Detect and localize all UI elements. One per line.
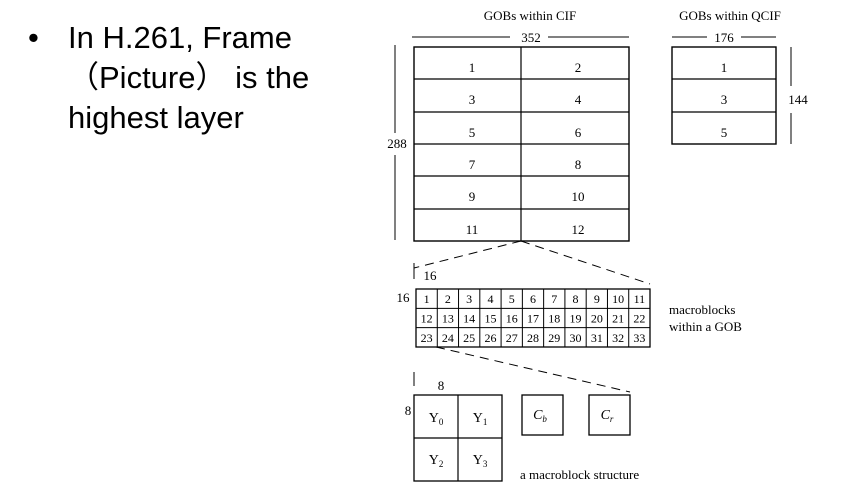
macroblock-number: 29 bbox=[548, 331, 560, 345]
gob-grid-frame bbox=[415, 288, 651, 348]
cif-height-label: 288 bbox=[387, 136, 407, 151]
bullet-line-3: highest layer bbox=[68, 100, 244, 135]
macroblock-number: 22 bbox=[633, 312, 645, 326]
qcif-width-label: 176 bbox=[714, 30, 734, 45]
bullet-point: • In H.261, Frame （Picture） is the highe… bbox=[28, 18, 358, 138]
macroblock-number: 27 bbox=[506, 331, 518, 345]
zoom-connector-mb bbox=[435, 346, 631, 393]
luma-block-y1: Y1 bbox=[473, 411, 488, 427]
qcif-gob-label: 1 bbox=[721, 60, 728, 75]
qcif-height-label: 144 bbox=[788, 92, 808, 107]
cif-section: GOBs within CIF 352 288 1 2 3 4 5 6 7 8 … bbox=[387, 8, 630, 242]
cif-gob-label: 3 bbox=[469, 92, 476, 107]
zoom-connector-left bbox=[413, 240, 522, 269]
macroblock-number: 18 bbox=[548, 312, 560, 326]
cif-gob-label: 2 bbox=[575, 60, 582, 75]
macroblock-number: 11 bbox=[634, 292, 646, 306]
macroblock-number: 7 bbox=[551, 292, 557, 306]
bullet-marker: • bbox=[28, 20, 39, 55]
macroblock-number: 16 bbox=[506, 312, 518, 326]
macroblock-number: 1 bbox=[424, 292, 430, 306]
qcif-gob-label: 3 bbox=[721, 92, 728, 107]
cif-gob-label: 11 bbox=[466, 222, 479, 237]
macroblock-number: 32 bbox=[612, 331, 624, 345]
macroblock-number: 19 bbox=[570, 312, 582, 326]
cb-block-label: Cb bbox=[533, 408, 547, 424]
cr-block-label: Cr bbox=[601, 408, 614, 424]
bullet-text-lines: In H.261, Frame （Picture） is the highest… bbox=[68, 18, 358, 138]
macroblock-number: 30 bbox=[570, 331, 582, 345]
gob-grid-lines bbox=[416, 289, 650, 347]
qcif-title: GOBs within QCIF bbox=[679, 8, 781, 23]
cif-gob-label: 10 bbox=[572, 189, 585, 204]
macroblock-number: 14 bbox=[463, 312, 475, 326]
macroblock-number: 5 bbox=[509, 292, 515, 306]
zoom-connector-right bbox=[520, 240, 651, 285]
cif-gob-label: 6 bbox=[575, 125, 582, 140]
macroblock-number: 33 bbox=[633, 331, 645, 345]
cif-gob-label: 4 bbox=[575, 92, 582, 107]
macroblock-number: 24 bbox=[442, 331, 454, 345]
cif-gob-label: 8 bbox=[575, 157, 582, 172]
macroblock-number: 17 bbox=[527, 312, 539, 326]
mb-height-label: 8 bbox=[405, 403, 412, 418]
macroblock-section: 8 8 Y0 Y1 Y2 Y3 Cb Cr a macroblock struc… bbox=[405, 372, 639, 482]
gob-width-label: 16 bbox=[424, 268, 438, 283]
gob-height-label: 16 bbox=[397, 290, 411, 305]
macroblock-number: 21 bbox=[612, 312, 624, 326]
qcif-section: GOBs within QCIF 176 1 3 5 144 bbox=[671, 8, 808, 145]
macroblock-number: 20 bbox=[591, 312, 603, 326]
cb-block bbox=[521, 394, 564, 436]
macroblock-number: 13 bbox=[442, 312, 454, 326]
macroblock-number: 6 bbox=[530, 292, 536, 306]
macroblock-number: 2 bbox=[445, 292, 451, 306]
luma-block-y2: Y2 bbox=[429, 453, 444, 469]
macroblock-caption: a macroblock structure bbox=[520, 467, 639, 482]
macroblock-number: 23 bbox=[421, 331, 433, 345]
qcif-frame bbox=[671, 46, 777, 145]
mb-width-label: 8 bbox=[438, 378, 445, 393]
macroblock-number: 15 bbox=[484, 312, 496, 326]
bullet-line-1: In H.261, Frame bbox=[68, 20, 292, 55]
gob-label-line2: within a GOB bbox=[669, 319, 742, 334]
gob-label-line1: macroblocks bbox=[669, 302, 735, 317]
macroblock-number: 10 bbox=[612, 292, 624, 306]
cif-gob-label: 12 bbox=[572, 222, 585, 237]
macroblock-number: 26 bbox=[484, 331, 496, 345]
cif-gob-label: 9 bbox=[469, 189, 476, 204]
cif-gob-label: 1 bbox=[469, 60, 476, 75]
macroblock-number: 28 bbox=[527, 331, 539, 345]
macroblock-number: 4 bbox=[487, 292, 493, 306]
cr-block bbox=[588, 394, 631, 436]
cif-gob-label: 7 bbox=[469, 157, 476, 172]
luma-block-y3: Y3 bbox=[473, 453, 488, 469]
macroblock-number: 31 bbox=[591, 331, 603, 345]
bullet-line-2: （Picture） is the bbox=[68, 60, 310, 95]
cif-title: GOBs within CIF bbox=[484, 8, 576, 23]
macroblock-number: 12 bbox=[421, 312, 433, 326]
macroblock-number: 9 bbox=[594, 292, 600, 306]
luma-block-y0: Y0 bbox=[429, 411, 444, 427]
qcif-gob-label: 5 bbox=[721, 125, 728, 140]
macroblock-number: 3 bbox=[466, 292, 472, 306]
cif-width-label: 352 bbox=[521, 30, 541, 45]
macroblock-number: 25 bbox=[463, 331, 475, 345]
macroblock-number: 8 bbox=[573, 292, 579, 306]
cif-gob-label: 5 bbox=[469, 125, 476, 140]
